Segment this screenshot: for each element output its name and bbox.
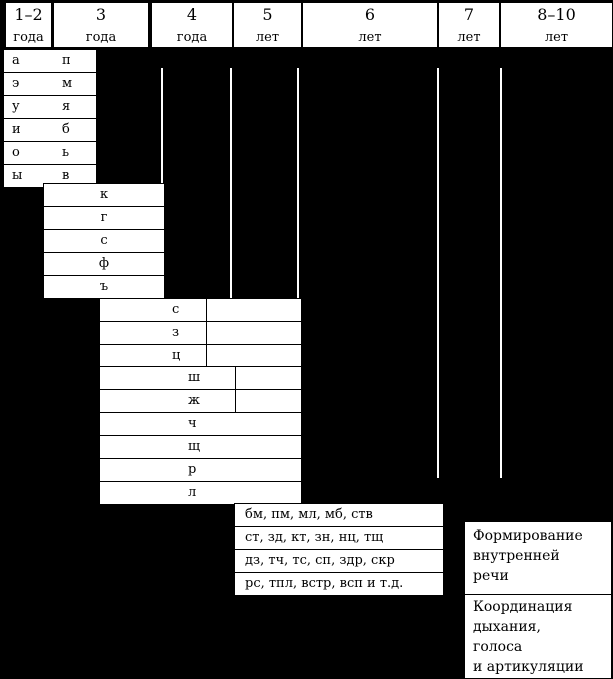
sound-left: э bbox=[12, 76, 20, 91]
sound-label: л bbox=[188, 485, 197, 500]
sound-label: р bbox=[188, 462, 197, 477]
sound-row: з bbox=[99, 321, 207, 345]
sound-extension bbox=[206, 344, 302, 368]
sound-extension bbox=[235, 366, 302, 390]
note-inner-speech: Формирование внутренней речи bbox=[464, 521, 612, 595]
sound-left: и bbox=[12, 122, 21, 137]
age-number: 1–2 bbox=[14, 5, 43, 24]
sound-row: с bbox=[99, 298, 207, 322]
sound-label: ц bbox=[172, 348, 181, 363]
age-column-header: 6 лет bbox=[302, 2, 438, 48]
cluster-row: рс, тпл, встр, всп и т.д. bbox=[234, 572, 444, 596]
sound-row: ж bbox=[99, 389, 236, 413]
cluster-row: бм, пм, мл, мб, ств bbox=[234, 503, 444, 527]
sound-right: б bbox=[62, 122, 70, 137]
sound-row: ч bbox=[99, 412, 302, 436]
sound-label: ж bbox=[188, 393, 200, 408]
sound-row: с bbox=[43, 229, 165, 253]
sound-right: ь bbox=[62, 145, 70, 160]
sound-row: р bbox=[99, 458, 302, 482]
age-guide-line bbox=[230, 68, 232, 300]
age-unit: лет bbox=[457, 30, 481, 45]
age-unit: лет bbox=[255, 30, 280, 45]
note-line: Формирование bbox=[473, 528, 583, 544]
sound-label: с bbox=[172, 302, 180, 317]
age-column-header: 4 года bbox=[151, 2, 233, 48]
sound-label: с bbox=[100, 233, 108, 248]
sound-row: ф bbox=[43, 252, 165, 276]
cluster-label: бм, пм, мл, мб, ств bbox=[245, 507, 373, 522]
age-unit: лет bbox=[358, 30, 382, 45]
sound-label: ч bbox=[188, 416, 197, 431]
sound-extension bbox=[206, 321, 302, 345]
cluster-row: дз, тч, тс, сп, здр, скр bbox=[234, 549, 444, 573]
age-number: 5 bbox=[262, 5, 273, 24]
note-line: внутренней bbox=[473, 548, 560, 564]
age-column-header: 8–10 лет bbox=[500, 2, 613, 48]
sound-label: ш bbox=[188, 370, 201, 385]
sound-left: о bbox=[12, 145, 20, 160]
sound-label: ф bbox=[98, 256, 110, 271]
sound-label: з bbox=[172, 325, 180, 340]
sound-extension bbox=[206, 298, 302, 322]
sound-right: я bbox=[62, 99, 71, 114]
sound-extension bbox=[235, 389, 302, 413]
note-line: и артикуляции bbox=[473, 659, 584, 675]
cluster-label: дз, тч, тс, сп, здр, скр bbox=[245, 553, 395, 568]
age-number: 6 bbox=[364, 5, 376, 24]
age-number: 8–10 bbox=[537, 5, 576, 24]
sound-left: а bbox=[12, 53, 20, 68]
sound-right: в bbox=[62, 168, 70, 183]
sound-row: ц bbox=[99, 344, 207, 368]
sound-label: к bbox=[99, 187, 109, 202]
sound-right: п bbox=[62, 53, 71, 68]
cluster-row: ст, зд, кт, зн, нц, тщ bbox=[234, 526, 444, 550]
age-column-header: 5 лет bbox=[233, 2, 302, 48]
note-line: голоса bbox=[473, 639, 523, 655]
sound-row: г bbox=[43, 206, 165, 230]
age-number: 4 bbox=[186, 5, 198, 24]
sound-row: ш bbox=[99, 366, 236, 390]
age-unit: лет bbox=[544, 30, 569, 45]
age-guide-line bbox=[437, 68, 439, 478]
age-unit: года bbox=[85, 30, 117, 45]
cluster-label: ст, зд, кт, зн, нц, тщ bbox=[245, 530, 384, 545]
age-column-header: 7 лет bbox=[438, 2, 500, 48]
age-unit: года bbox=[176, 30, 208, 45]
sound-label: г bbox=[100, 210, 108, 225]
cluster-label: рс, тпл, встр, всп и т.д. bbox=[245, 576, 404, 591]
sound-right: м bbox=[62, 76, 73, 91]
note-line: Координация bbox=[473, 599, 573, 615]
age-column-header: 1–2 года bbox=[5, 2, 52, 48]
sound-row: щ bbox=[99, 435, 302, 459]
age-guide-line bbox=[297, 68, 299, 300]
sound-label: щ bbox=[188, 439, 201, 454]
sound-row: л bbox=[99, 481, 302, 505]
age-number: 7 bbox=[463, 5, 475, 24]
age-unit: года bbox=[13, 30, 44, 45]
age-number: 3 bbox=[95, 5, 107, 24]
sound-row: ъ bbox=[43, 275, 165, 299]
note-line: речи bbox=[473, 568, 509, 584]
note-line: дыхания, bbox=[473, 619, 541, 635]
sound-left: у bbox=[12, 99, 20, 114]
sound-row: к bbox=[43, 183, 165, 207]
age-guide-line bbox=[500, 68, 502, 478]
age-column-header: 3 года bbox=[53, 2, 149, 48]
sound-left: ы bbox=[12, 168, 23, 183]
sound-label: ъ bbox=[99, 279, 109, 294]
note-breath-coordination: Координация дыхания, голоса и артикуляци… bbox=[464, 594, 612, 679]
